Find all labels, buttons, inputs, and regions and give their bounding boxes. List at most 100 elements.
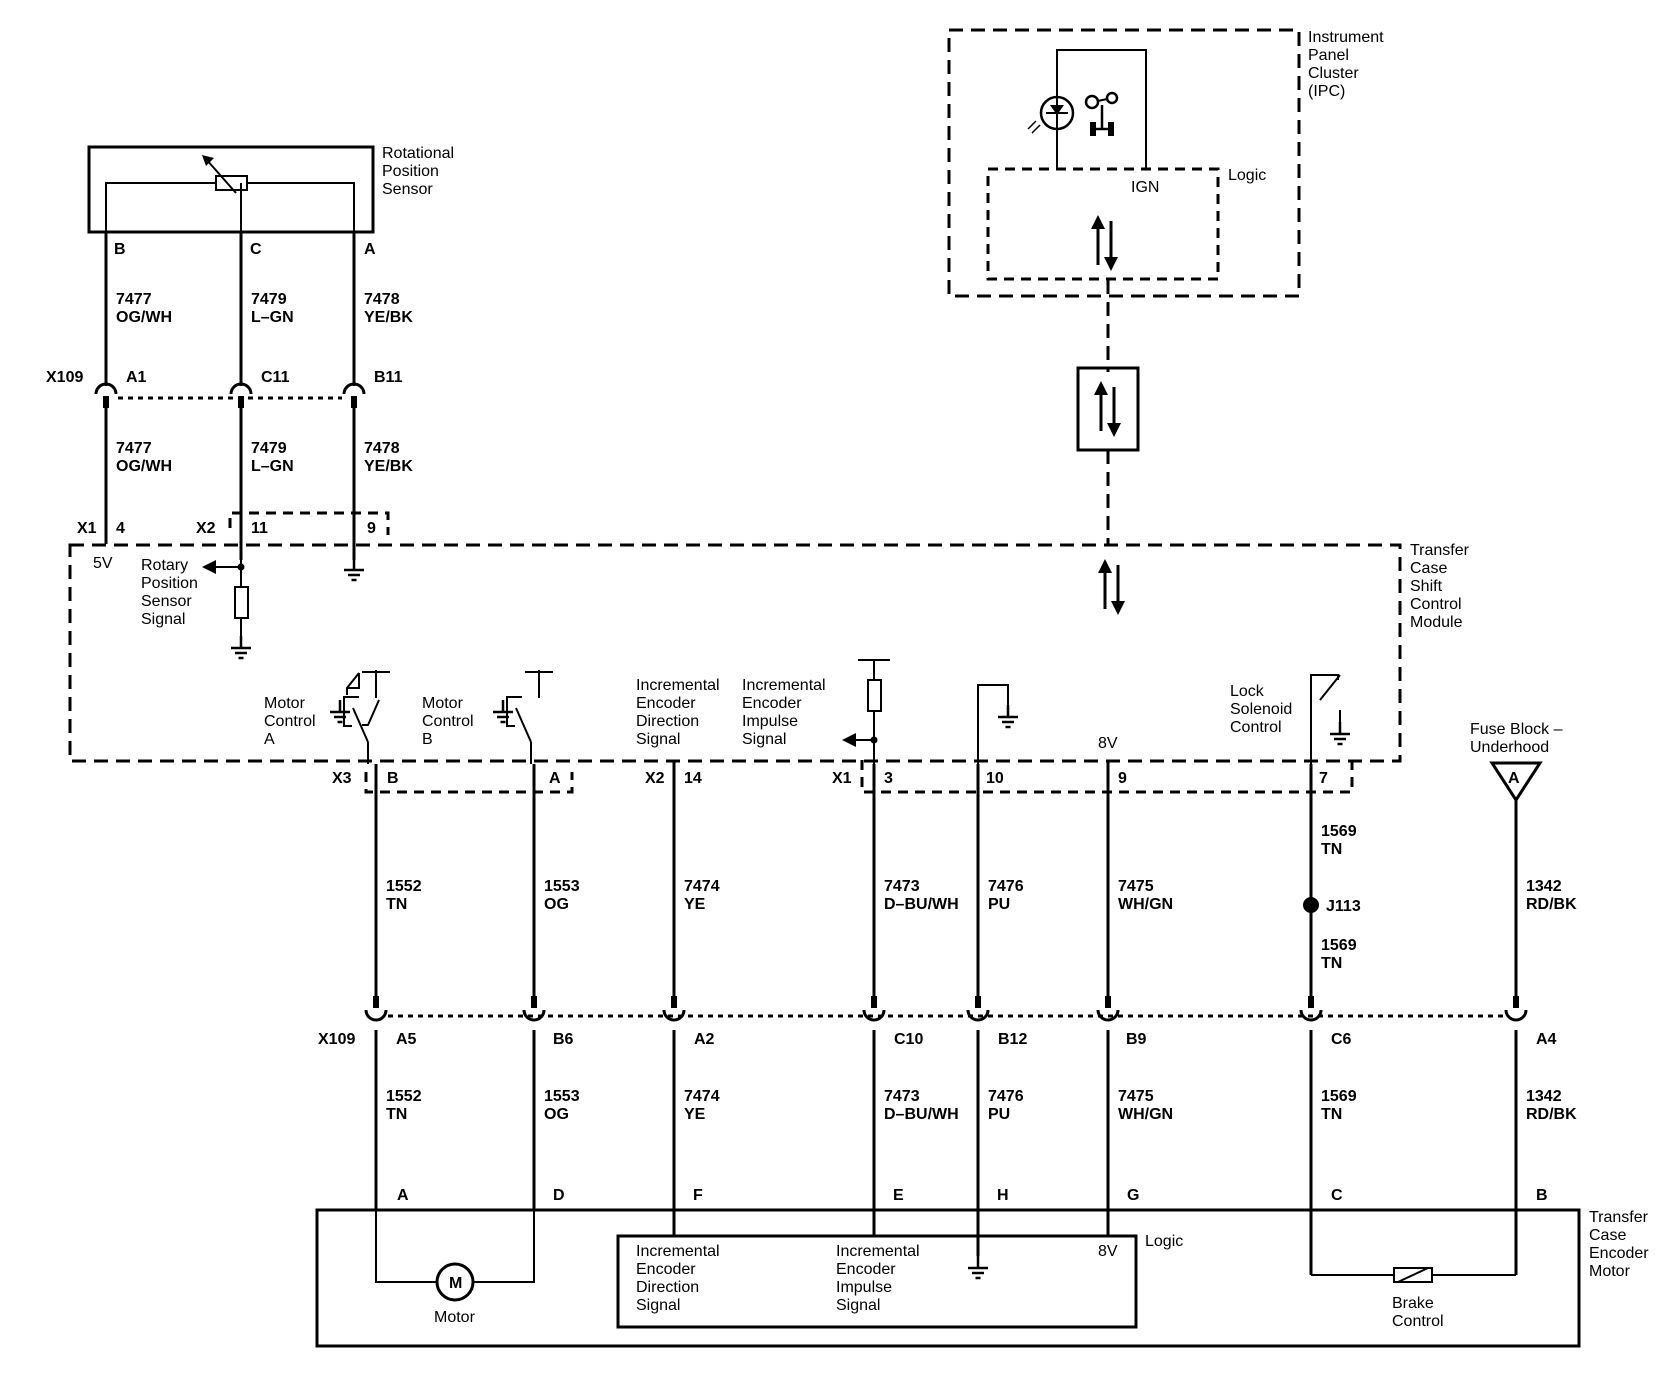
motor-logic-label: Logic <box>1145 1233 1183 1250</box>
upper-wire-1-color: OG/WH <box>116 309 172 326</box>
upper-wire-3-circuit: 7478 <box>364 291 400 308</box>
brake-label-1: Brake <box>1392 1295 1434 1312</box>
rps-signal-label-1: Rotary <box>141 557 188 574</box>
ipc-ign-label: IGN <box>1131 179 1159 196</box>
x109-pin-a1: A1 <box>126 369 147 386</box>
rps-signal-label-3: Sensor <box>141 593 192 610</box>
w7473-color: D–BU/WH <box>884 896 959 913</box>
x109-pin-a4: A4 <box>1536 1031 1557 1048</box>
x109-pin-b12: B12 <box>998 1031 1027 1048</box>
rps-pin-c: C <box>250 241 262 258</box>
w1553-color-lower: OG <box>544 1106 569 1123</box>
w7475-color-lower: WH/GN <box>1118 1106 1173 1123</box>
w1342-color-lower: RD/BK <box>1526 1106 1577 1123</box>
w1553-color: OG <box>544 896 569 913</box>
ipc-logic-label: Logic <box>1228 167 1266 184</box>
x1-upper-name: X1 <box>77 520 97 537</box>
four-wheel-drive-icon <box>1084 91 1119 136</box>
motor-label: Motor <box>434 1309 476 1326</box>
w7476-color: PU <box>988 896 1010 913</box>
motor-pin-c: C <box>1331 1187 1343 1204</box>
x109-pin-c6: C6 <box>1331 1031 1352 1048</box>
w1553-circuit: 1553 <box>544 878 580 895</box>
w1552-color: TN <box>386 896 407 913</box>
lock-label-2: Solenoid <box>1230 701 1292 718</box>
upper-wires: 7477 OG/WH 7479 L–GN 7478 YE/BK 7477 OG/… <box>104 232 413 560</box>
upper-wire-2-circuit-lower: 7479 <box>251 440 287 457</box>
instrument-panel-cluster: Instrument Panel Cluster (IPC) Logic IGN <box>947 28 1384 298</box>
rps-label-1: Rotational <box>382 145 454 162</box>
fuse-label-1: Fuse Block – <box>1470 721 1563 738</box>
splice-j113 <box>1303 897 1319 913</box>
x109-lower-name: X109 <box>318 1031 355 1048</box>
inc-dir-label-4: Signal <box>636 731 680 748</box>
motor-inc-imp-2: Encoder <box>836 1261 896 1278</box>
x109-pin-b9: B9 <box>1126 1031 1147 1048</box>
inc-imp-label-3: Impulse <box>742 713 798 730</box>
v5-label: 5V <box>93 555 113 572</box>
x3-pin-b: B <box>387 770 399 787</box>
x1-pin-10: 10 <box>986 770 1004 787</box>
x109-pin-b11: B11 <box>374 369 403 386</box>
motor-b-label-1: Motor <box>422 695 464 712</box>
motor-inc-imp-4: Signal <box>836 1297 880 1314</box>
upper-wire-1-color-lower: OG/WH <box>116 458 172 475</box>
tcem-label-2: Case <box>1589 1227 1626 1244</box>
x1-lower-name: X1 <box>832 770 852 787</box>
upper-wire-3-color-lower: YE/BK <box>364 458 413 475</box>
w1569-circuit-a: 1569 <box>1321 823 1357 840</box>
x2-upper-name: X2 <box>196 520 216 537</box>
upper-wire-1-circuit: 7477 <box>116 291 152 308</box>
w1569-color-a: TN <box>1321 841 1342 858</box>
motor-v8-label: 8V <box>1098 1243 1118 1260</box>
motor-pin-e: E <box>893 1187 904 1204</box>
motor-inc-dir-2: Encoder <box>636 1261 696 1278</box>
serial-data-link <box>1076 280 1140 545</box>
motor-pin-b: B <box>1536 1187 1548 1204</box>
inc-imp-label-1: Incremental <box>742 677 826 694</box>
w1552-color-lower: TN <box>386 1106 407 1123</box>
w7473-color-lower: D–BU/WH <box>884 1106 959 1123</box>
w1342-color: RD/BK <box>1526 896 1577 913</box>
ipc-label-3: Cluster <box>1308 65 1359 82</box>
x109-pin-a5: A5 <box>396 1031 417 1048</box>
inc-imp-label-2: Encoder <box>742 695 802 712</box>
w7475-color: WH/GN <box>1118 896 1173 913</box>
motor-pin-a: A <box>397 1187 409 1204</box>
motor-pin-g: G <box>1127 1187 1139 1204</box>
v8-label: 8V <box>1098 735 1118 752</box>
motor-inc-dir-4: Signal <box>636 1297 680 1314</box>
motor-inc-dir-3: Direction <box>636 1279 699 1296</box>
fuse-label-2: Underhood <box>1470 739 1549 756</box>
motor-inc-dir-1: Incremental <box>636 1243 720 1260</box>
motor-icon <box>435 1262 475 1302</box>
tcem-label-4: Motor <box>1589 1263 1631 1280</box>
motor-pin-d: D <box>553 1187 565 1204</box>
x109-upper-name: X109 <box>46 369 83 386</box>
x109-upper-connector: X109 A1 C11 B11 <box>46 369 403 410</box>
motor-b-label-2: Control <box>422 713 474 730</box>
rps-label-3: Sensor <box>382 181 433 198</box>
upper-wire-1-circuit-lower: 7477 <box>116 440 152 457</box>
motor-pin-h: H <box>997 1187 1009 1204</box>
x109-pin-c10: C10 <box>894 1031 923 1048</box>
w7475-circuit-lower: 7475 <box>1118 1088 1154 1105</box>
x1-pin-3: 3 <box>884 770 893 787</box>
tcscm-label-5: Module <box>1410 614 1463 631</box>
x1-pin-7: 7 <box>1319 770 1328 787</box>
upper-wire-2-color: L–GN <box>251 309 294 326</box>
fuse-letter: A <box>1508 770 1520 787</box>
lower-wires: J113 1552 TN 1553 OG 7474 YE 7473 D–BU/W… <box>374 760 1577 1275</box>
w7475-circuit: 7475 <box>1118 878 1154 895</box>
tcscm-label-1: Transfer <box>1410 542 1470 559</box>
w7476-circuit: 7476 <box>988 878 1024 895</box>
w1342-circuit: 1342 <box>1526 878 1562 895</box>
ipc-label-4: (IPC) <box>1308 83 1345 100</box>
w7474-circuit-lower: 7474 <box>684 1088 720 1105</box>
inc-dir-label-2: Encoder <box>636 695 696 712</box>
w1552-circuit-lower: 1552 <box>386 1088 422 1105</box>
w1569-circuit-lower: 1569 <box>1321 1088 1357 1105</box>
x109-pin-a2: A2 <box>694 1031 715 1048</box>
x1-upper-pin: 4 <box>116 520 125 537</box>
